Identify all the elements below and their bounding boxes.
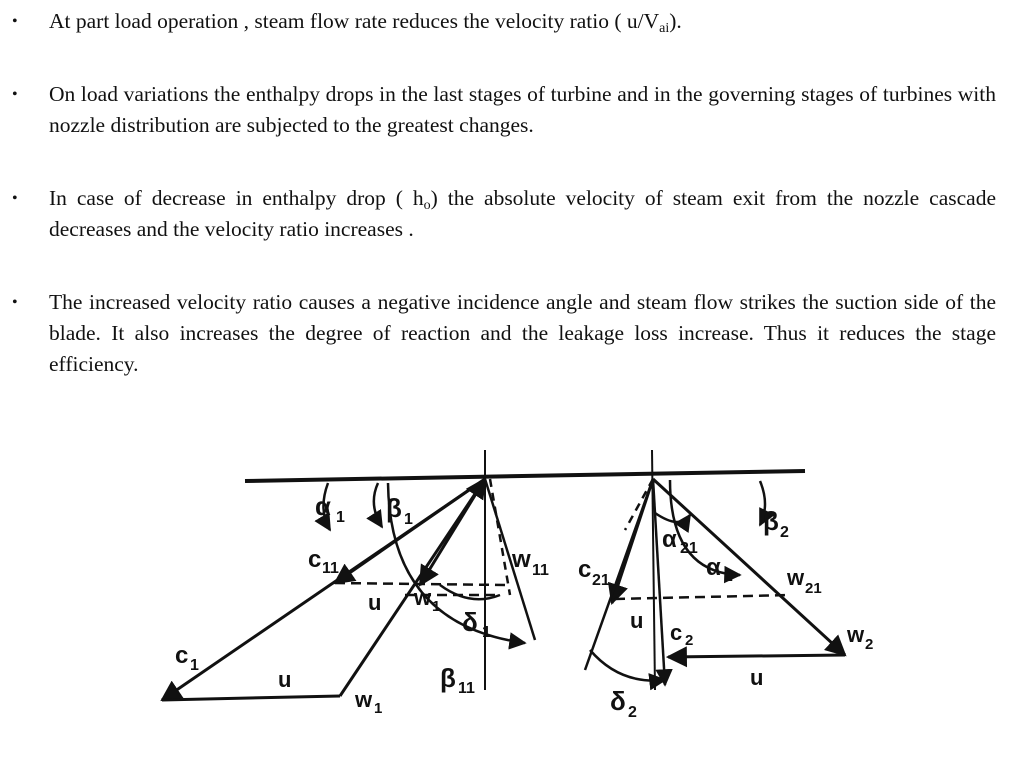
svg-text:2: 2: [724, 568, 733, 585]
label-alpha1: α: [315, 491, 331, 521]
svg-text:2: 2: [628, 704, 637, 721]
bullet-text: The increased velocity ratio causes a ne…: [49, 290, 996, 376]
bullet-text: In case of decrease in enthalpy drop ( h: [49, 186, 424, 210]
label-alpha2: α: [706, 554, 721, 581]
svg-text:11: 11: [532, 562, 549, 579]
inlet-velocity-triangle: [160, 450, 537, 702]
bullet-text-end: ) the absolute velocity of steam exit fr…: [49, 186, 996, 241]
bullet-item-2: • On load variations the enthalpy drops …: [12, 79, 996, 141]
label-w2: w: [846, 622, 865, 647]
svg-text:11: 11: [322, 560, 339, 577]
label-w1-lower: w: [354, 687, 373, 712]
label-w11: w: [511, 546, 531, 573]
bullet-item-3: • In case of decrease in enthalpy drop (…: [12, 183, 996, 245]
label-beta11: β: [440, 663, 456, 693]
bullet-text: At part load operation , steam flow rate…: [49, 9, 660, 33]
svg-text:21: 21: [592, 572, 610, 589]
outlet-velocity-triangle: [583, 449, 847, 691]
label-c2: c: [670, 620, 682, 645]
svg-text:1: 1: [190, 657, 199, 674]
label-alpha21: α: [662, 526, 677, 553]
svg-text:11: 11: [458, 680, 475, 697]
bullet-list: • At part load operation , steam flow ra…: [0, 6, 1024, 380]
svg-text:21: 21: [680, 540, 698, 557]
label-u-lower-left: u: [278, 667, 291, 692]
svg-text:2: 2: [780, 524, 789, 541]
outlet-triangle-labels: c 21 α 21 β 2 α 2 w 21 u c 2 w 2 u δ 2: [578, 506, 873, 721]
velocity-triangles-diagram: α 1 β 1 c 11 w 11 u w 1 δ 1 c 1 u w 1 β …: [160, 449, 873, 721]
svg-text:2: 2: [685, 632, 693, 649]
svg-text:2: 2: [865, 636, 873, 653]
bullet-marker: •: [12, 294, 18, 311]
svg-text:1: 1: [404, 511, 413, 528]
bullet-subscript: ai: [659, 21, 670, 36]
blade-reference-line: [244, 469, 806, 483]
bullet-text-end: ).: [669, 9, 682, 33]
inlet-triangle-labels: α 1 β 1 c 11 w 11 u w 1 δ 1 c 1 u w 1 β …: [175, 491, 549, 717]
label-w21: w: [786, 565, 805, 590]
svg-text:1: 1: [374, 700, 382, 717]
bullet-item-4: • The increased velocity ratio causes a …: [12, 287, 996, 380]
bullet-marker: •: [12, 86, 18, 103]
label-beta2: β: [763, 506, 779, 536]
label-c21: c: [578, 556, 591, 583]
bullet-marker: •: [12, 13, 18, 30]
bullet-marker: •: [12, 190, 18, 207]
label-c11: c: [308, 546, 321, 573]
label-w1-upper: w: [413, 585, 432, 610]
label-delta2: δ: [610, 686, 626, 716]
bullet-text: On load variations the enthalpy drops in…: [49, 82, 996, 137]
label-c1: c: [175, 642, 188, 669]
label-u-upper-left: u: [368, 590, 381, 615]
label-u-upper-right: u: [630, 608, 643, 633]
svg-text:1: 1: [482, 624, 491, 641]
label-delta1: δ: [462, 607, 478, 637]
label-u-lower-right: u: [750, 665, 763, 690]
bullet-item-1: • At part load operation , steam flow ra…: [12, 6, 996, 37]
svg-text:21: 21: [805, 580, 822, 597]
bullet-subscript: o: [423, 198, 431, 213]
svg-text:1: 1: [336, 509, 345, 526]
label-beta1: β: [386, 493, 402, 523]
svg-text:1: 1: [432, 598, 440, 615]
